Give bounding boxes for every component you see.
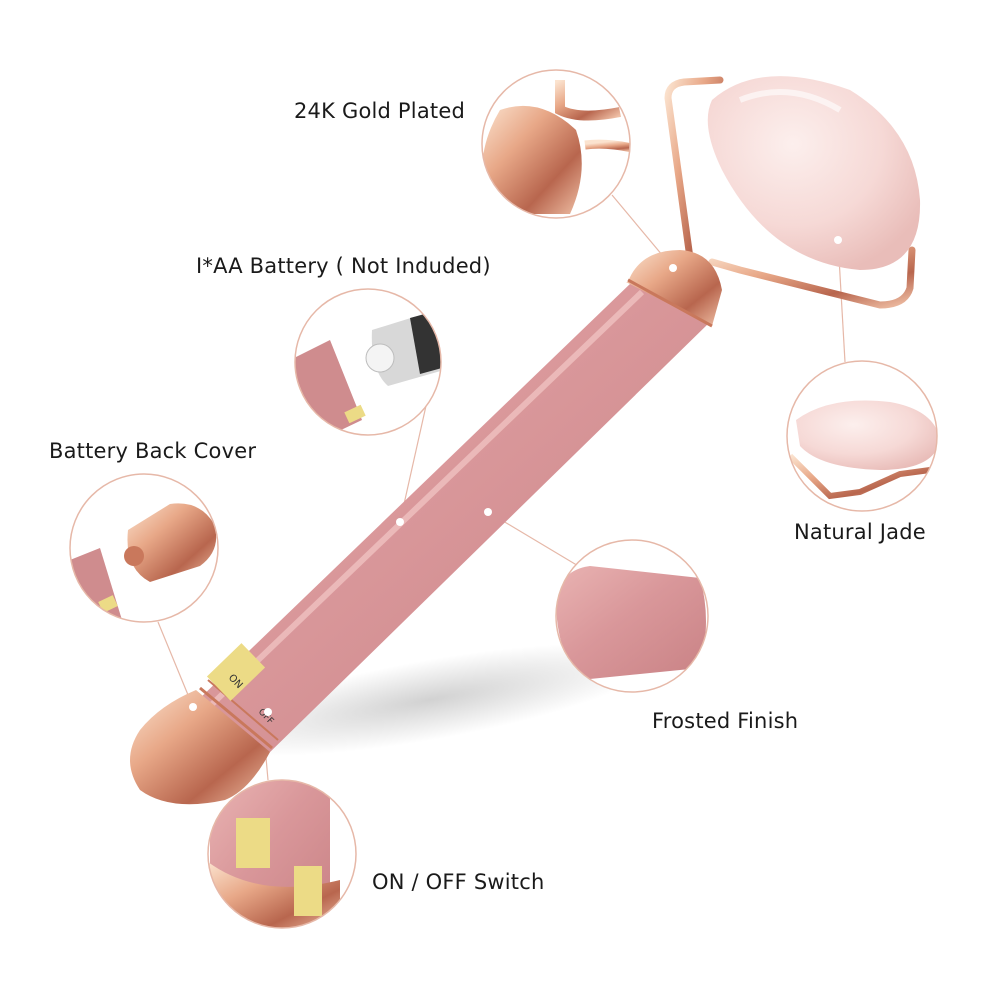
label-battery: I*AA Battery ( Not Induded) (196, 254, 491, 278)
marker-dots (189, 236, 842, 716)
jade-stone (707, 76, 921, 270)
callout-circle-frosted (555, 539, 709, 693)
label-frosted-finish: Frosted Finish (652, 709, 799, 733)
gold-collar (626, 250, 722, 328)
label-24k-gold-plated: 24K Gold Plated (294, 99, 465, 123)
gold-tip (130, 679, 279, 805)
callout-circle-jade (786, 360, 938, 512)
callout-circle-battery (294, 288, 442, 436)
drop-shadow (203, 643, 657, 757)
label-on-off-switch: ON / OFF Switch (372, 870, 545, 894)
callout-circle-switch (207, 779, 357, 929)
frame-arm-upper (664, 76, 724, 262)
frame-arm-lower (708, 246, 916, 309)
label-natural-jade: Natural Jade (794, 520, 926, 544)
callout-circle-gold (481, 69, 631, 219)
label-battery-back-cover: Battery Back Cover (49, 439, 257, 463)
callout-circle-back-cover (69, 473, 219, 623)
